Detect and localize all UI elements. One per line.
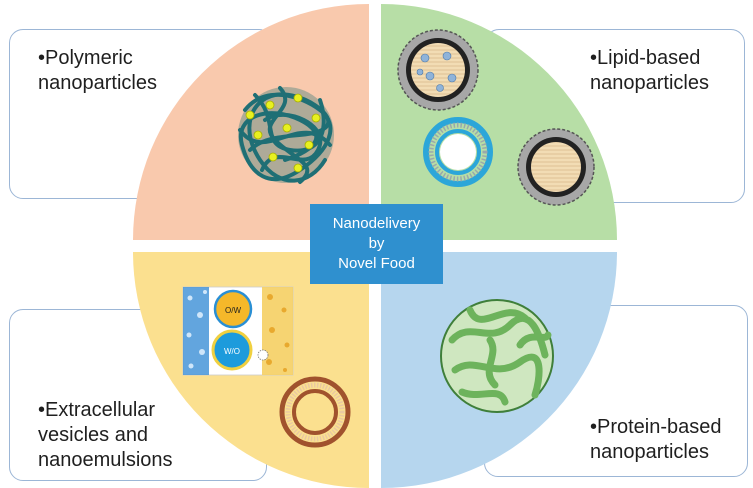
extracellular-label: •Extracellular vesicles and nanoemulsion… [38,399,173,471]
oil-in-water-label: O/W [225,306,241,315]
solid-lipid-nanoparticle-icon [397,29,479,111]
water-in-oil-label: W/O [224,347,240,356]
polymer-tangle-illustration [238,86,334,184]
emulsion-illustration: O/W W/O [182,286,294,376]
protein-label: •Protein-based nanoparticles [590,416,722,463]
protein-nanoparticle-icon [440,299,554,413]
polymer-payload-dots [245,93,321,173]
polymeric-label: •Polymeric nanoparticles [38,47,157,94]
liposome-icon [423,117,493,187]
lipid-carrier-icon [517,128,595,206]
lipid-label: •Lipid-based nanoparticles [590,47,709,94]
center-title: Nanodelivery by Novel Food [310,204,443,284]
extracellular-vesicle-icon [279,376,351,448]
